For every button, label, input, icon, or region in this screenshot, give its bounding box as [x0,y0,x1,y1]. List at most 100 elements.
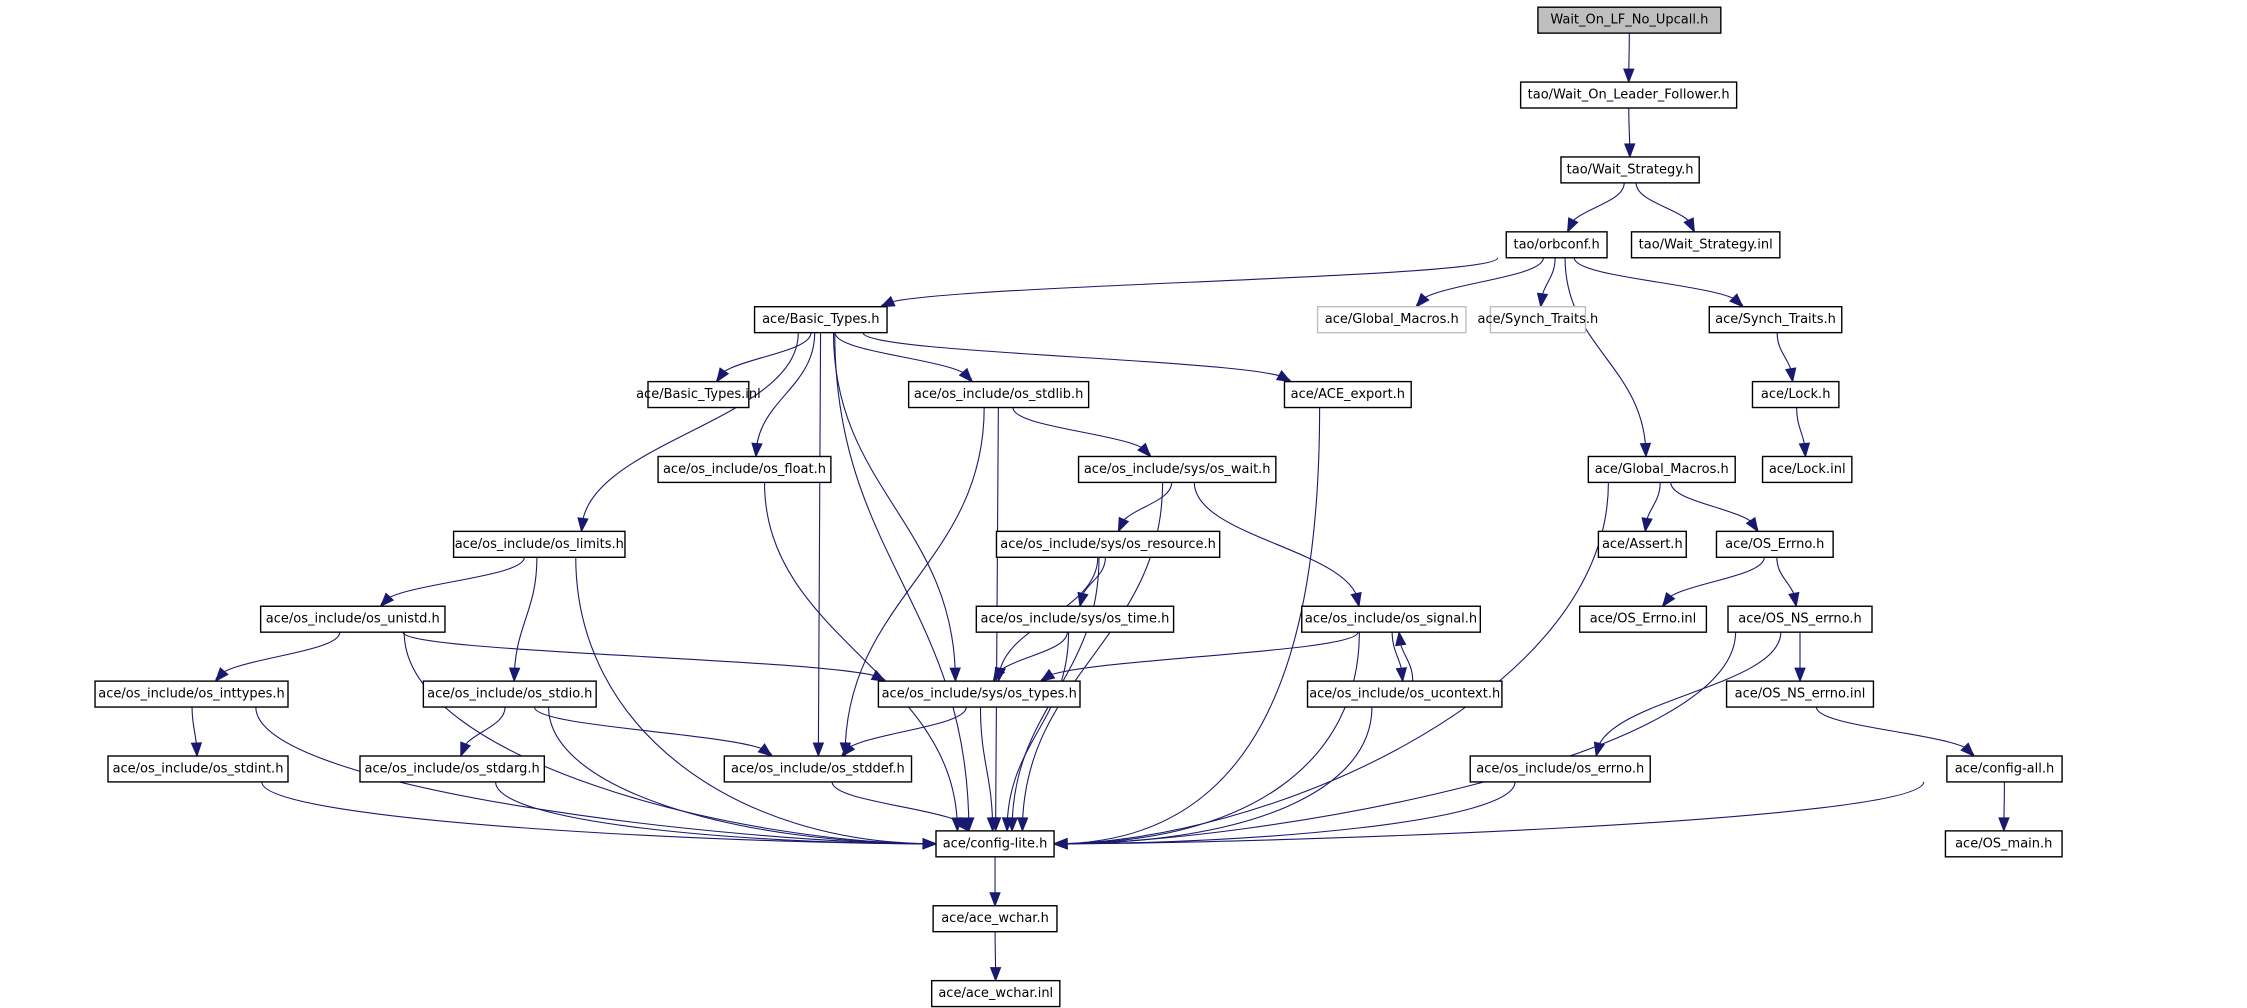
node-box[interactable] [1630,231,1781,259]
node-box[interactable] [1708,306,1843,334]
node-box[interactable] [1578,605,1708,633]
node-box[interactable] [94,680,289,708]
node-ace-os-include-os-inttypes-h[interactable]: ace/os_include/os_inttypes.h [94,680,289,708]
node-ace-global-macros-h[interactable]: ace/Global_Macros.h [1316,306,1467,334]
node-ace-basic-types-h[interactable]: ace/Basic_Types.h [753,306,888,334]
node-tao-wait-on-leader-follower-h[interactable]: tao/Wait_On_Leader_Follower.h [1519,81,1738,109]
node-wait-on-lf-no-upcall-h[interactable]: Wait_On_LF_No_Upcall.h [1537,6,1722,34]
node-box[interactable] [1560,156,1700,184]
node-box[interactable] [107,755,289,783]
node-ace-os-include-os-errno-h[interactable]: ace/os_include/os_errno.h [1469,755,1651,783]
node-ace-basic-types-inl[interactable]: ace/Basic_Types.inl [636,380,761,409]
node-box[interactable] [1301,605,1482,633]
edge-stddef-to-configlite [831,781,970,832]
node-box[interactable] [1489,306,1587,334]
node-ace-assert-h[interactable]: ace/Assert.h [1597,530,1687,558]
node-ace-os-include-os-limits-h[interactable]: ace/os_include/os_limits.h [452,530,626,558]
node-box[interactable] [907,380,1090,409]
node-box[interactable] [1469,755,1651,783]
node-ace-global-macros-h[interactable]: ace/Global_Macros.h [1587,455,1736,484]
edge-stdlib-to-wait [1012,407,1151,457]
node-box[interactable] [995,530,1221,558]
node-ace-os-include-os-stdarg-h[interactable]: ace/os_include/os_stdarg.h [359,755,546,783]
node-box[interactable] [1946,755,2063,783]
node-ace-os-include-sys-os-wait-h[interactable]: ace/os_include/sys/os_wait.h [1077,455,1277,484]
node-label: ace/os_include/os_inttypes.h [98,687,285,702]
node-box[interactable] [1725,680,1875,708]
node-box[interactable] [1727,605,1873,633]
node-ace-ace-wchar-h[interactable]: ace/ace_wchar.h [932,905,1058,933]
node-ace-lock-h[interactable]: ace/Lock.h [1751,380,1840,409]
node-label: ace/os_include/os_stdint.h [113,761,284,776]
node-box[interactable] [259,605,446,633]
node-box[interactable] [930,979,1061,1008]
node-box[interactable] [1751,380,1840,409]
node-box[interactable] [1587,455,1736,484]
node-ace-os-errno-inl[interactable]: ace/OS_Errno.inl [1578,605,1708,633]
edge-basic-to-stdlib [834,332,973,382]
node-box[interactable] [657,455,832,484]
node-ace-os-ns-errno-h[interactable]: ace/OS_NS_errno.h [1727,605,1873,633]
node-ace-os-include-os-stdio-h[interactable]: ace/os_include/os_stdio.h [422,680,597,708]
node-ace-os-errno-h[interactable]: ace/OS_Errno.h [1715,530,1834,558]
arrowhead-unistd-to-types [870,669,887,682]
node-box[interactable] [932,905,1058,933]
node-box[interactable] [359,755,546,783]
edge-ws-to-orbconf [1567,182,1625,232]
node-box[interactable] [723,755,913,783]
node-box[interactable] [1715,530,1834,558]
node-box[interactable] [1519,81,1738,109]
node-ace-os-include-os-stdlib-h[interactable]: ace/os_include/os_stdlib.h [907,380,1090,409]
node-box[interactable] [1944,830,2063,858]
node-ace-os-include-os-stdint-h[interactable]: ace/os_include/os_stdint.h [107,755,289,783]
node-ace-ace-wchar-inl[interactable]: ace/ace_wchar.inl [930,979,1061,1008]
node-box[interactable] [1505,231,1608,259]
edge-stdint-to-configlite [261,781,937,845]
arrowhead-ws-to-wsinl [1683,217,1695,234]
node-ace-os-include-os-float-h[interactable]: ace/os_include/os_float.h [657,455,832,484]
node-ace-os-ns-errno-inl[interactable]: ace/OS_NS_errno.inl [1725,680,1875,708]
node-ace-os-include-sys-os-time-h[interactable]: ace/os_include/sys/os_time.h [975,605,1175,633]
arrowhead-oserrno-to-nserrno [1788,591,1800,608]
edge-inttypes-to-configlite [255,707,937,845]
node-ace-synch-traits-h[interactable]: ace/Synch_Traits.h [1478,306,1599,334]
node-label: ace/os_include/sys/os_time.h [981,612,1170,627]
arrowhead-configall-to-configlite [1052,838,1068,850]
node-ace-ace-export-h[interactable]: ace/ACE_export.h [1283,380,1412,409]
node-box[interactable] [452,530,626,558]
node-ace-os-include-os-unistd-h[interactable]: ace/os_include/os_unistd.h [259,605,446,633]
node-box[interactable] [1306,680,1503,708]
node-box[interactable] [1077,455,1277,484]
edge-types-to-configlite [979,707,994,831]
node-ace-os-include-sys-os-types-h[interactable]: ace/os_include/sys/os_types.h [877,680,1081,708]
node-box[interactable] [647,380,750,409]
node-ace-os-include-sys-os-resource-h[interactable]: ace/os_include/sys/os_resource.h [995,530,1221,558]
node-box[interactable] [753,306,888,334]
node-ace-os-include-os-ucontext-h[interactable]: ace/os_include/os_ucontext.h [1306,680,1503,708]
arrowhead-lock-to-lockinl [1798,442,1811,458]
node-label: ace/os_include/sys/os_types.h [882,687,1077,702]
node-box[interactable] [1597,530,1687,558]
node-box[interactable] [935,830,1055,858]
node-box[interactable] [877,680,1081,708]
node-ace-os-include-os-stddef-h[interactable]: ace/os_include/os_stddef.h [723,755,913,783]
node-tao-wait-strategy-h[interactable]: tao/Wait_Strategy.h [1560,156,1700,184]
node-ace-lock-inl[interactable]: ace/Lock.inl [1761,455,1853,484]
edge-float-to-configlite [763,482,959,831]
node-box[interactable] [1537,6,1722,34]
node-ace-config-lite-h[interactable]: ace/config-lite.h [935,830,1055,858]
node-box[interactable] [1283,380,1412,409]
node-ace-os-include-os-signal-h[interactable]: ace/os_include/os_signal.h [1301,605,1482,633]
node-ace-os-main-h[interactable]: ace/OS_main.h [1944,830,2063,858]
node-box[interactable] [1316,306,1467,334]
edge-basic-to-float [755,332,816,457]
node-label: ace/os_include/os_stdlib.h [914,387,1083,402]
node-ace-synch-traits-h[interactable]: ace/Synch_Traits.h [1708,306,1843,334]
node-box[interactable] [975,605,1175,633]
node-box[interactable] [422,680,597,708]
node-ace-config-all-h[interactable]: ace/config-all.h [1946,755,2063,783]
arrowhead-wait-to-configlite [1016,817,1029,833]
node-box[interactable] [1761,455,1853,484]
node-tao-wait-strategy-inl[interactable]: tao/Wait_Strategy.inl [1630,231,1781,259]
node-tao-orbconf-h[interactable]: tao/orbconf.h [1505,231,1608,259]
